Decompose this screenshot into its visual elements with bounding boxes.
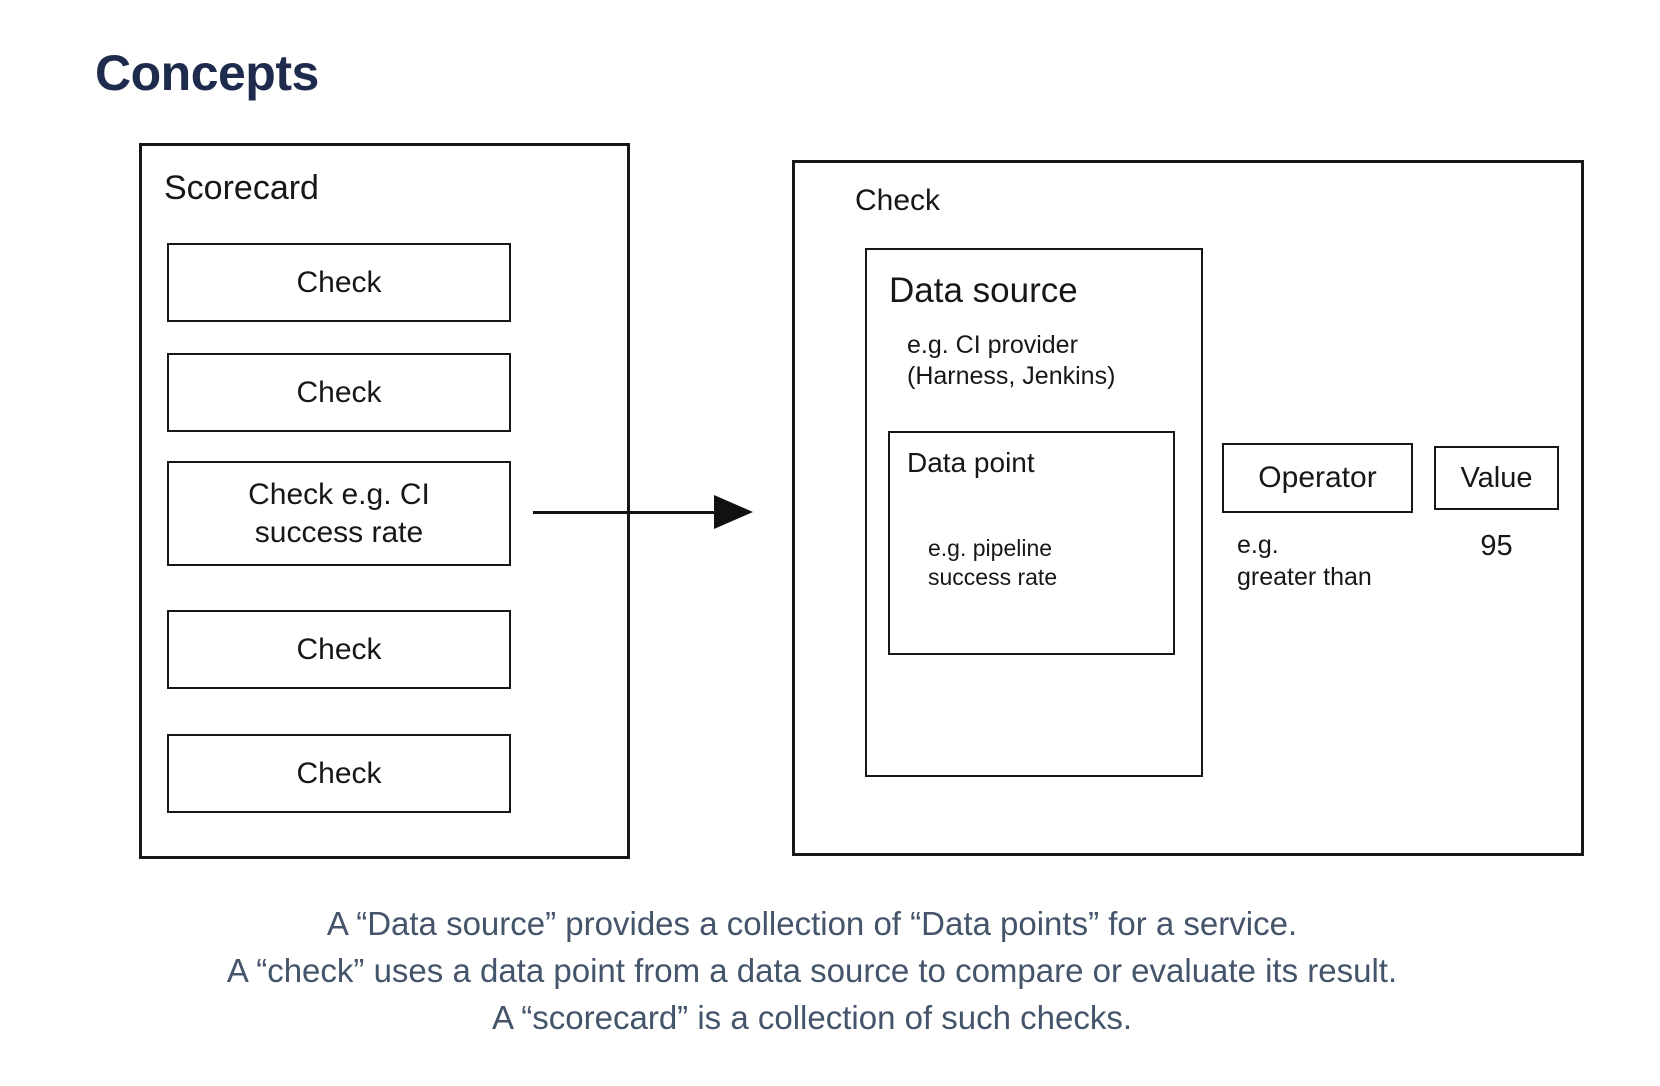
operator-label: Operator xyxy=(1258,461,1377,494)
page-title: Concepts xyxy=(95,44,319,101)
caption-line-2: A “check” uses a data point from a data … xyxy=(226,952,1398,989)
operator-example-line: greater than xyxy=(1237,563,1372,591)
data-source-example-line: e.g. CI provider xyxy=(907,331,1078,359)
operator-box: Operator xyxy=(1222,443,1413,513)
check-item: Check xyxy=(167,610,511,689)
operator-example-line: e.g. xyxy=(1237,531,1279,559)
caption-line-3: A “scorecard” is a collection of such ch… xyxy=(491,999,1133,1036)
value-example: 95 xyxy=(1480,530,1513,562)
data-point-example: e.g. pipeline success rate xyxy=(928,534,1057,592)
caption-line-1: A “Data source” provides a collection of… xyxy=(326,905,1298,942)
data-source-example: e.g. CI provider (Harness, Jenkins) xyxy=(907,330,1115,392)
check-item: Check xyxy=(167,353,511,432)
caption: A “Data source” provides a collection of… xyxy=(0,900,1624,1041)
data-source-example-line: (Harness, Jenkins) xyxy=(907,362,1116,390)
arrow-line xyxy=(533,511,717,514)
data-point-box: Data point e.g. pipeline success rate xyxy=(888,431,1175,655)
scorecard-label: Scorecard xyxy=(164,169,319,207)
data-point-example-line: success rate xyxy=(928,564,1058,590)
check-item-ci-success-rate: Check e.g. CI success rate xyxy=(167,461,511,566)
value-label: Value xyxy=(1460,461,1533,494)
check-detail-label: Check xyxy=(855,184,941,217)
data-point-example-line: e.g. pipeline xyxy=(928,535,1053,561)
data-source-box: Data source e.g. CI provider (Harness, J… xyxy=(865,248,1203,777)
operator-example: e.g. greater than xyxy=(1237,529,1372,593)
arrow-head-icon xyxy=(714,495,753,529)
value-box: Value xyxy=(1434,446,1559,510)
scorecard-panel: Scorecard Check Check Check e.g. CI succ… xyxy=(139,143,630,859)
check-detail-panel: Check Data source e.g. CI provider (Harn… xyxy=(792,160,1584,856)
data-point-label: Data point xyxy=(907,447,1035,478)
check-item: Check xyxy=(167,734,511,813)
check-item: Check xyxy=(167,243,511,322)
data-source-label: Data source xyxy=(889,271,1078,310)
